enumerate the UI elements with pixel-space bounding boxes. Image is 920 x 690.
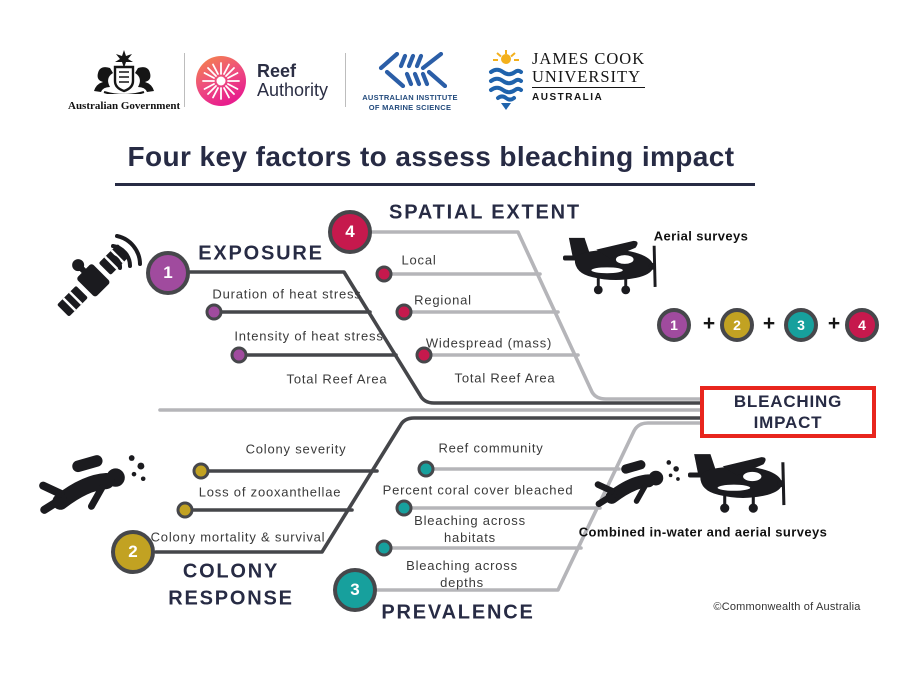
prevalence-item-dot — [395, 499, 413, 517]
plus-sign: + — [827, 312, 841, 335]
spatial-extent-header: SPATIAL EXTENT — [389, 201, 581, 224]
aims-caption-line2: OF MARINE SCIENCE — [368, 102, 452, 112]
coral-icon — [196, 56, 246, 106]
spatial-item-dot — [395, 303, 413, 321]
logo-divider — [184, 53, 185, 107]
australian-government-logo: Australian Government — [68, 50, 180, 112]
spatial-item-label: Local — [401, 252, 437, 268]
exposure-item-label: Total Reef Area — [286, 371, 388, 387]
prevalence-item-label: Bleaching across habitats — [414, 513, 526, 545]
jcu-name-line1: JAMES COOK — [532, 49, 646, 68]
exposure-trunk-line — [187, 270, 708, 405]
aerial-surveys-label: Aerial surveys — [653, 228, 749, 244]
bleaching-impact-box: BLEACHING IMPACT — [700, 386, 876, 438]
sum-circle-4: 4 — [845, 308, 879, 342]
jcu-logo: JAMES COOK UNIVERSITY AUSTRALIA — [487, 49, 646, 112]
combined-surveys-label: Combined in-water and aerial surveys — [578, 524, 828, 540]
colony-item-dot — [176, 501, 194, 519]
spatial-trunk-line — [369, 230, 708, 401]
plane-icon — [686, 452, 786, 515]
reef-authority-word1: Reef — [257, 60, 297, 81]
prevalence-number-circle: 3 — [333, 568, 377, 612]
spatial-item-label: Total Reef Area — [454, 370, 556, 386]
plus-sign: + — [702, 312, 716, 335]
sum-circle-2: 2 — [720, 308, 754, 342]
jcu-name-line2: UNIVERSITY — [532, 68, 646, 89]
bleaching-impact-line1: BLEACHING — [733, 391, 843, 411]
colony-response-header-line1: COLONY — [182, 560, 280, 583]
jcu-country: AUSTRALIA — [532, 92, 604, 104]
exposure-number-circle: 1 — [146, 251, 190, 295]
exposure-header: EXPOSURE — [198, 242, 324, 265]
prevalence-item-label: Bleaching across depths — [406, 558, 518, 590]
prevalence-trunk-line — [374, 421, 708, 592]
prevalence-item-dot — [417, 460, 435, 478]
title-underline — [115, 183, 755, 186]
colony-response-number-circle: 2 — [111, 530, 155, 574]
exposure-item-label: Duration of heat stress — [212, 286, 362, 302]
australian-government-caption: Australian Government — [68, 100, 181, 112]
colony-item-label: Colony severity — [245, 441, 347, 457]
jcu-shield-icon — [489, 50, 523, 110]
prevalence-header: PREVALENCE — [381, 601, 535, 624]
prevalence-item-label: Reef community — [438, 440, 544, 456]
diver-icon — [43, 454, 145, 510]
coat-of-arms-icon — [94, 50, 154, 97]
prevalence-item-label: Percent coral cover bleached — [382, 482, 574, 498]
reef-authority-word2: Authority — [257, 80, 329, 100]
aims-mark-icon — [378, 51, 448, 89]
bleaching-impact-line2: IMPACT — [753, 413, 823, 432]
spatial-item-label: Regional — [414, 292, 472, 308]
plus-sign: + — [762, 312, 776, 335]
prevalence-item-dot — [375, 539, 393, 557]
exposure-item-label: Intensity of heat stress — [234, 328, 384, 344]
satellite-icon — [57, 234, 142, 316]
colony-trunk-line — [154, 416, 708, 554]
spatial-extent-number-circle: 4 — [328, 210, 372, 254]
sum-circle-1: 1 — [657, 308, 691, 342]
aims-caption-line1: AUSTRALIAN INSTITUTE — [362, 93, 458, 102]
colony-response-header-line2: RESPONSE — [168, 587, 294, 610]
colony-item-dot — [192, 462, 210, 480]
aims-logo: AUSTRALIAN INSTITUTE OF MARINE SCIENCE — [352, 51, 468, 113]
exposure-item-dot — [230, 346, 248, 364]
colony-item-label: Colony mortality & survival — [150, 529, 326, 545]
spatial-item-label: Widespread (mass) — [425, 335, 553, 351]
page-title: Four key factors to assess bleaching imp… — [127, 141, 735, 172]
spatial-item-dot — [415, 346, 433, 364]
exposure-item-dot — [205, 303, 223, 321]
copyright-note: ©Commonwealth of Australia — [713, 601, 861, 613]
plane-icon — [561, 236, 658, 296]
logo-divider — [345, 53, 346, 107]
spatial-item-dot — [375, 265, 393, 283]
sum-circle-3: 3 — [784, 308, 818, 342]
reef-authority-logo: Reef Authority — [194, 54, 328, 108]
colony-item-label: Loss of zooxanthellae — [198, 484, 342, 500]
